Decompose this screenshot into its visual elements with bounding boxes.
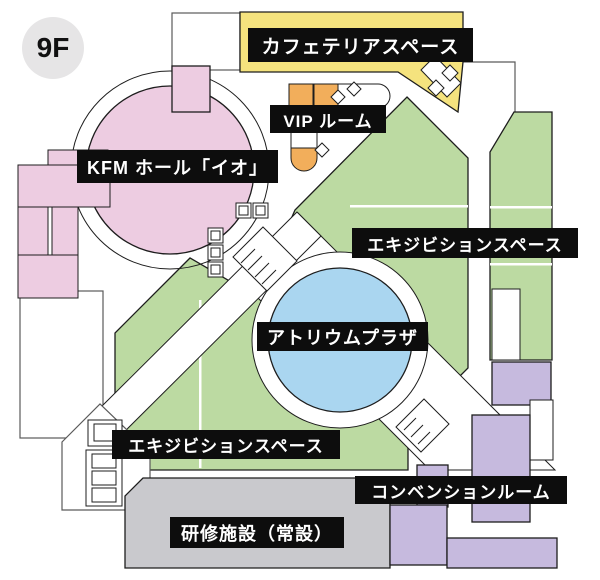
label-exhibition-bottom: エキジビションスペース [112,430,340,459]
stairs-icon [346,81,362,97]
kfm-side-room [51,206,79,256]
label-convention-room: コンベンションルーム [355,476,567,504]
label-cafeteria: カフェテリアスペース [248,28,473,62]
label-atrium-plaza: アトリウムプラザ [257,322,428,351]
stairs-icon [441,64,459,82]
top-right-room-outline [463,61,516,112]
convention-room-area [389,504,448,566]
label-training-facility: 研修施設（常設） [170,517,344,548]
kfm-side-room [17,254,79,299]
floor-seam [350,205,468,208]
label-exhibition-right: エキジビションスペース [352,228,578,258]
label-kfm-hall: KFM ホール「イオ」 [77,150,278,183]
vip-room-area [290,147,318,172]
escalator-icon [232,226,298,292]
stairs-icon [330,89,346,105]
floor-badge: 9F [22,17,84,79]
floor-badge-text: 9F [36,32,70,63]
floor-seam [490,206,552,209]
convention-room-area [471,414,531,523]
stairs-icon [314,142,330,158]
stairs-icon [91,487,117,503]
stairs-icon [91,453,117,469]
strip-notch [491,288,521,361]
floor-seam [199,300,202,468]
floor-seam [490,263,552,266]
left-room-outline [19,290,104,439]
stairs-icon [91,470,117,486]
kfm-side-room [171,65,211,113]
convention-room-area [491,361,552,406]
top-left-room-outline [171,12,241,71]
label-vip-room: VIP ルーム [270,105,386,133]
convention-room-area [446,537,558,569]
kfm-side-room [17,206,49,256]
vip-room-area [288,83,314,109]
stairs-icon [427,79,445,97]
convention-service-room [529,399,554,461]
